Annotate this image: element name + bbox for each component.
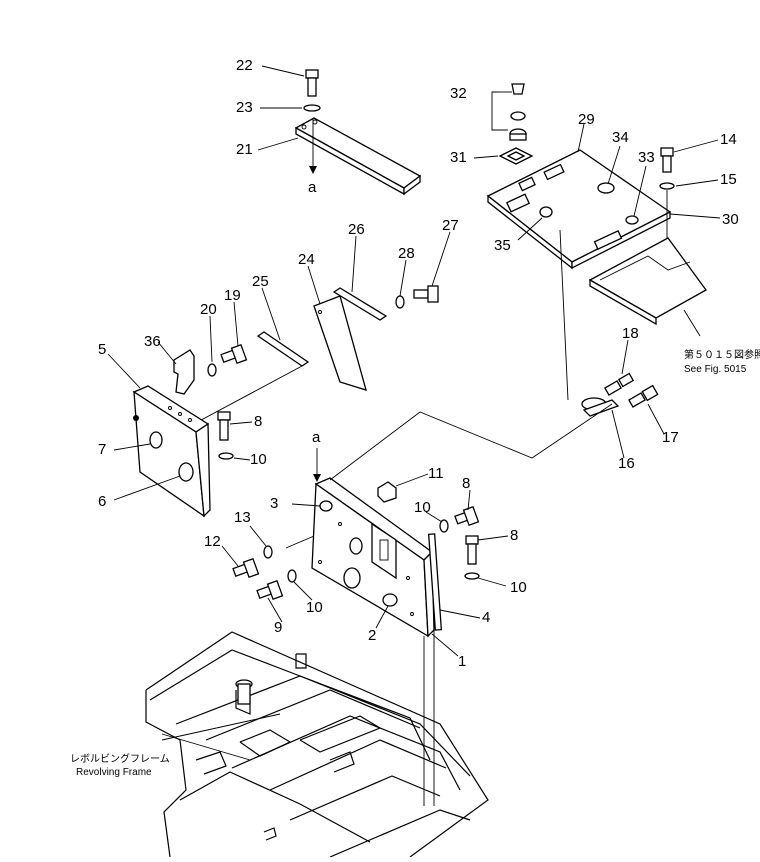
- washer-10-left: [218, 452, 234, 460]
- callout-35: 35: [494, 237, 511, 254]
- cushion-32: [509, 83, 527, 141]
- callout-26: 26: [348, 221, 365, 238]
- bolt-22: [305, 69, 319, 97]
- see-fig-en: See Fig. 5015: [684, 364, 747, 375]
- callout-17: 17: [662, 429, 679, 446]
- bolt-19: [220, 343, 248, 365]
- plug-31: [498, 147, 534, 165]
- callout-15: 15: [720, 171, 737, 188]
- latch-16: [581, 397, 620, 417]
- callout-28: 28: [398, 245, 415, 262]
- callout-25: 25: [252, 273, 269, 290]
- reference-a-top: a: [308, 179, 317, 196]
- callouts: 22 23 21 32 31 29 34 33 14 15 30 35 26 2…: [98, 57, 739, 670]
- bolt-27: [413, 285, 439, 303]
- frame-label-en: Revolving Frame: [76, 767, 152, 778]
- bar-4: [427, 533, 443, 631]
- washer-10-a: [439, 519, 449, 533]
- clip-11: [377, 481, 397, 503]
- washer-13: [263, 545, 273, 559]
- reference-a-main: a: [312, 429, 321, 446]
- bolt-12: [232, 557, 260, 579]
- revolving-frame: [145, 631, 489, 858]
- guide-line-panel-to-latch: [329, 403, 613, 481]
- bar-25: [256, 331, 310, 367]
- callout-5: 5: [98, 341, 106, 358]
- callout-16: 16: [618, 455, 635, 472]
- callout-10-a: 10: [414, 499, 431, 516]
- callout-31: 31: [450, 149, 467, 166]
- washer-20: [207, 363, 217, 377]
- callout-6: 6: [98, 493, 106, 510]
- washer-15: [659, 182, 675, 190]
- frame-label-jp: レボルビングフレーム: [70, 752, 170, 765]
- callout-2: 2: [368, 627, 376, 644]
- callout-10-left: 10: [250, 451, 267, 468]
- bolt-8-a: [454, 505, 480, 527]
- callout-1: 1: [458, 653, 466, 670]
- callout-8-a: 8: [462, 475, 470, 492]
- washer-10-b: [464, 572, 480, 580]
- callout-33: 33: [638, 149, 655, 166]
- callout-30: 30: [722, 211, 739, 228]
- callout-27: 27: [442, 217, 459, 234]
- bolt-9: [256, 579, 284, 601]
- callout-32: 32: [450, 85, 467, 102]
- bracket-see-fig: [588, 237, 707, 326]
- bar-26: [332, 287, 388, 321]
- callout-20: 20: [200, 301, 217, 318]
- bracket-36: [173, 349, 195, 395]
- floor-plate-29: [486, 149, 672, 270]
- callout-22: 22: [236, 57, 253, 74]
- bolt-17: [628, 384, 659, 408]
- washer-23: [303, 104, 321, 112]
- bolt-8-b: [465, 535, 479, 565]
- callout-13: 13: [234, 509, 251, 526]
- main-panel-1: [311, 477, 435, 638]
- callout-10-c: 10: [306, 599, 323, 616]
- callout-18: 18: [622, 325, 639, 342]
- callout-7: 7: [98, 441, 106, 458]
- callout-21: 21: [236, 141, 253, 158]
- callout-10-b: 10: [510, 579, 527, 596]
- callout-29: 29: [578, 111, 595, 128]
- callout-3: 3: [270, 495, 278, 512]
- callout-24: 24: [298, 251, 315, 268]
- plate-24: [313, 295, 367, 391]
- callout-4: 4: [482, 609, 490, 626]
- callout-34: 34: [612, 129, 629, 146]
- callout-36: 36: [144, 333, 161, 350]
- bolt-14: [660, 147, 674, 173]
- see-fig-jp: 第５０１５図参照: [684, 348, 760, 361]
- bolt-8-left: [217, 411, 231, 441]
- callout-12: 12: [204, 533, 221, 550]
- callout-8-left: 8: [254, 413, 262, 430]
- callout-14: 14: [720, 131, 737, 148]
- bolt-18: [604, 372, 635, 396]
- callout-11: 11: [428, 465, 444, 482]
- washer-10-c: [287, 569, 297, 583]
- callout-23: 23: [236, 99, 253, 116]
- callout-8-b: 8: [510, 527, 518, 544]
- side-panel-5: [132, 385, 211, 518]
- callout-9: 9: [274, 619, 282, 636]
- callout-19: 19: [224, 287, 241, 304]
- washer-28: [395, 295, 405, 309]
- cover-plate-21: [294, 117, 422, 196]
